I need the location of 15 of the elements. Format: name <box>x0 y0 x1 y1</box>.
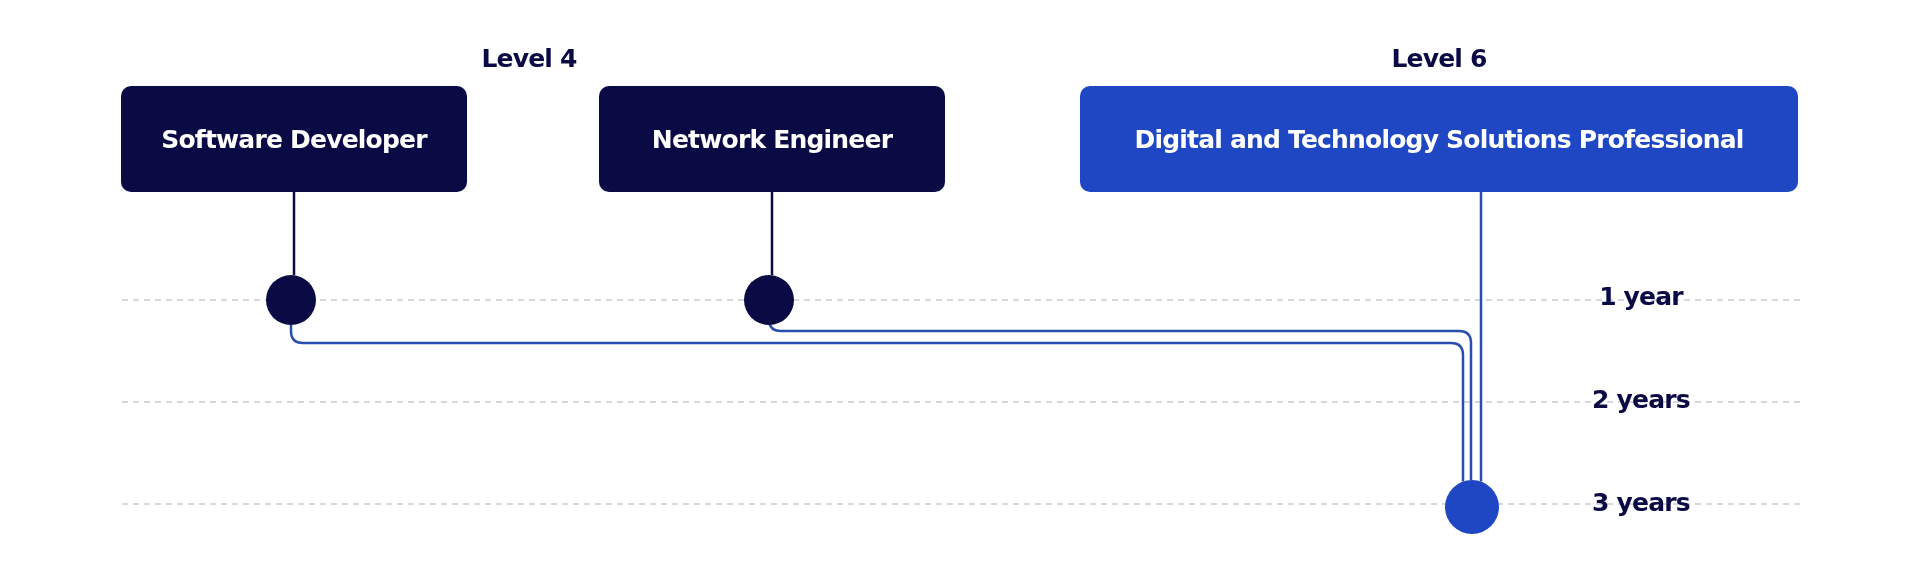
role-box: Network Engineer <box>599 86 945 192</box>
duration-label: 3 years <box>1592 487 1690 517</box>
role-box: Software Developer <box>121 86 467 192</box>
connector-line <box>292 192 296 275</box>
milestone-dot <box>266 275 316 325</box>
duration-label: 1 year <box>1599 281 1683 311</box>
level-heading: Level 6 <box>1391 43 1487 73</box>
connector-line <box>1479 192 1483 482</box>
role-box: Digital and Technology Solutions Professional <box>1080 86 1798 192</box>
duration-label: 2 years <box>1592 384 1690 414</box>
milestone-dot <box>1445 480 1499 534</box>
connector-line <box>770 192 774 275</box>
milestone-dot <box>744 275 794 325</box>
connector-line <box>289 324 1465 482</box>
level-heading: Level 4 <box>481 43 577 73</box>
